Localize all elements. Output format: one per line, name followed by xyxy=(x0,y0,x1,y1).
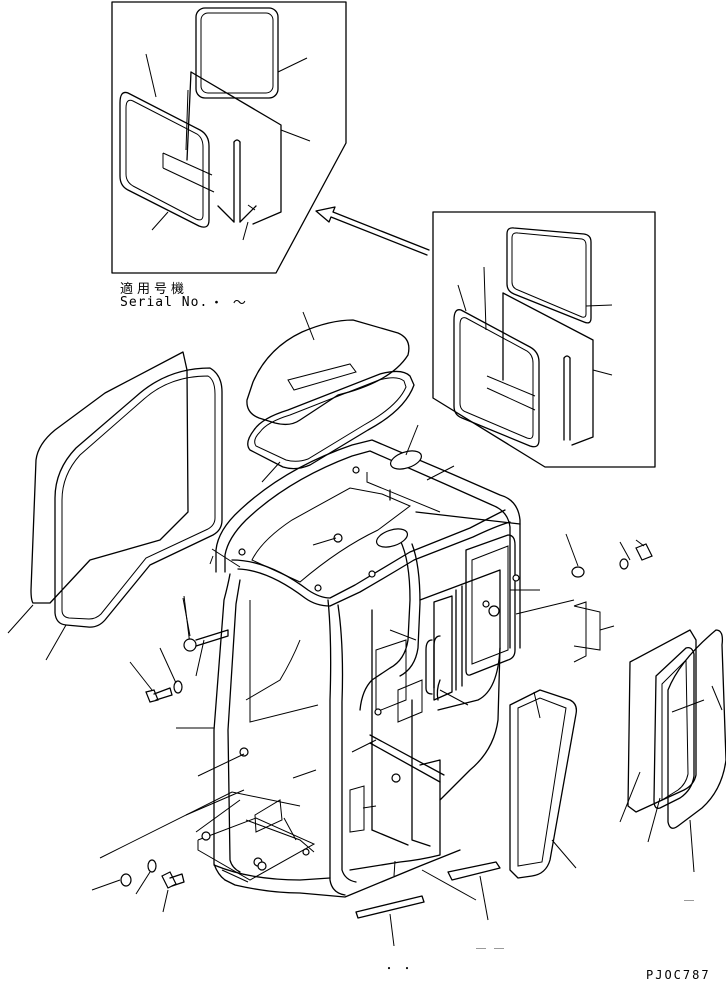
nut-right xyxy=(565,533,585,578)
inset-leader-lines xyxy=(145,53,311,241)
door-seal-left xyxy=(54,367,223,628)
footer-mark-center: ・ ・ xyxy=(384,964,414,975)
footer-mark-right-a: ＿ ＿ xyxy=(476,940,506,951)
right-inset-glass-strip xyxy=(486,355,571,441)
drawing-code: PJOC787 xyxy=(646,968,711,982)
inset-misc-lines xyxy=(162,152,256,211)
side-panel-right xyxy=(667,629,726,829)
bolt-right-top xyxy=(619,539,653,570)
bolt-lower-left xyxy=(91,859,249,913)
cab-leader-lines xyxy=(176,424,540,841)
lower-left-plate xyxy=(99,791,316,881)
inset-frame-top-left xyxy=(111,1,347,274)
cab-frame xyxy=(213,439,521,898)
door-leaders xyxy=(7,604,67,661)
bottom-leader-lines xyxy=(393,860,396,877)
serial-label-en: Serial No. xyxy=(120,295,209,310)
reference-arrow xyxy=(315,206,430,256)
inset-window-glass-top xyxy=(195,7,279,99)
inset-window-frame xyxy=(119,91,210,228)
washer-left xyxy=(159,647,183,694)
inset-glass-strip xyxy=(217,139,257,223)
inset-frame-right xyxy=(432,211,656,468)
serial-label-marks: ・ ～ xyxy=(210,296,247,311)
right-inset-window-frame xyxy=(453,309,540,448)
lower-door-panel xyxy=(509,689,578,879)
bottom-trim-left xyxy=(355,895,425,947)
bottom-trim-right xyxy=(421,861,501,921)
door-glass-left xyxy=(30,351,189,604)
side-seal-right xyxy=(653,646,695,809)
bolt-upper-left xyxy=(182,597,229,652)
right-inset-window-glass-top xyxy=(506,227,592,324)
right-inset-leader-lines xyxy=(457,266,613,376)
roof-leaders xyxy=(261,311,315,483)
footer-mark-right-b: ＿ xyxy=(684,892,695,903)
roof-seal xyxy=(247,370,415,470)
roof-glass xyxy=(246,319,410,426)
right-bracket xyxy=(515,599,615,663)
inset-glass-sheet xyxy=(186,71,282,225)
side-panels-leaders xyxy=(619,685,723,873)
bolt-left xyxy=(129,639,205,703)
right-inset-glass-sheet xyxy=(502,292,594,446)
serial-label-jp: 適用号機 xyxy=(120,282,189,297)
